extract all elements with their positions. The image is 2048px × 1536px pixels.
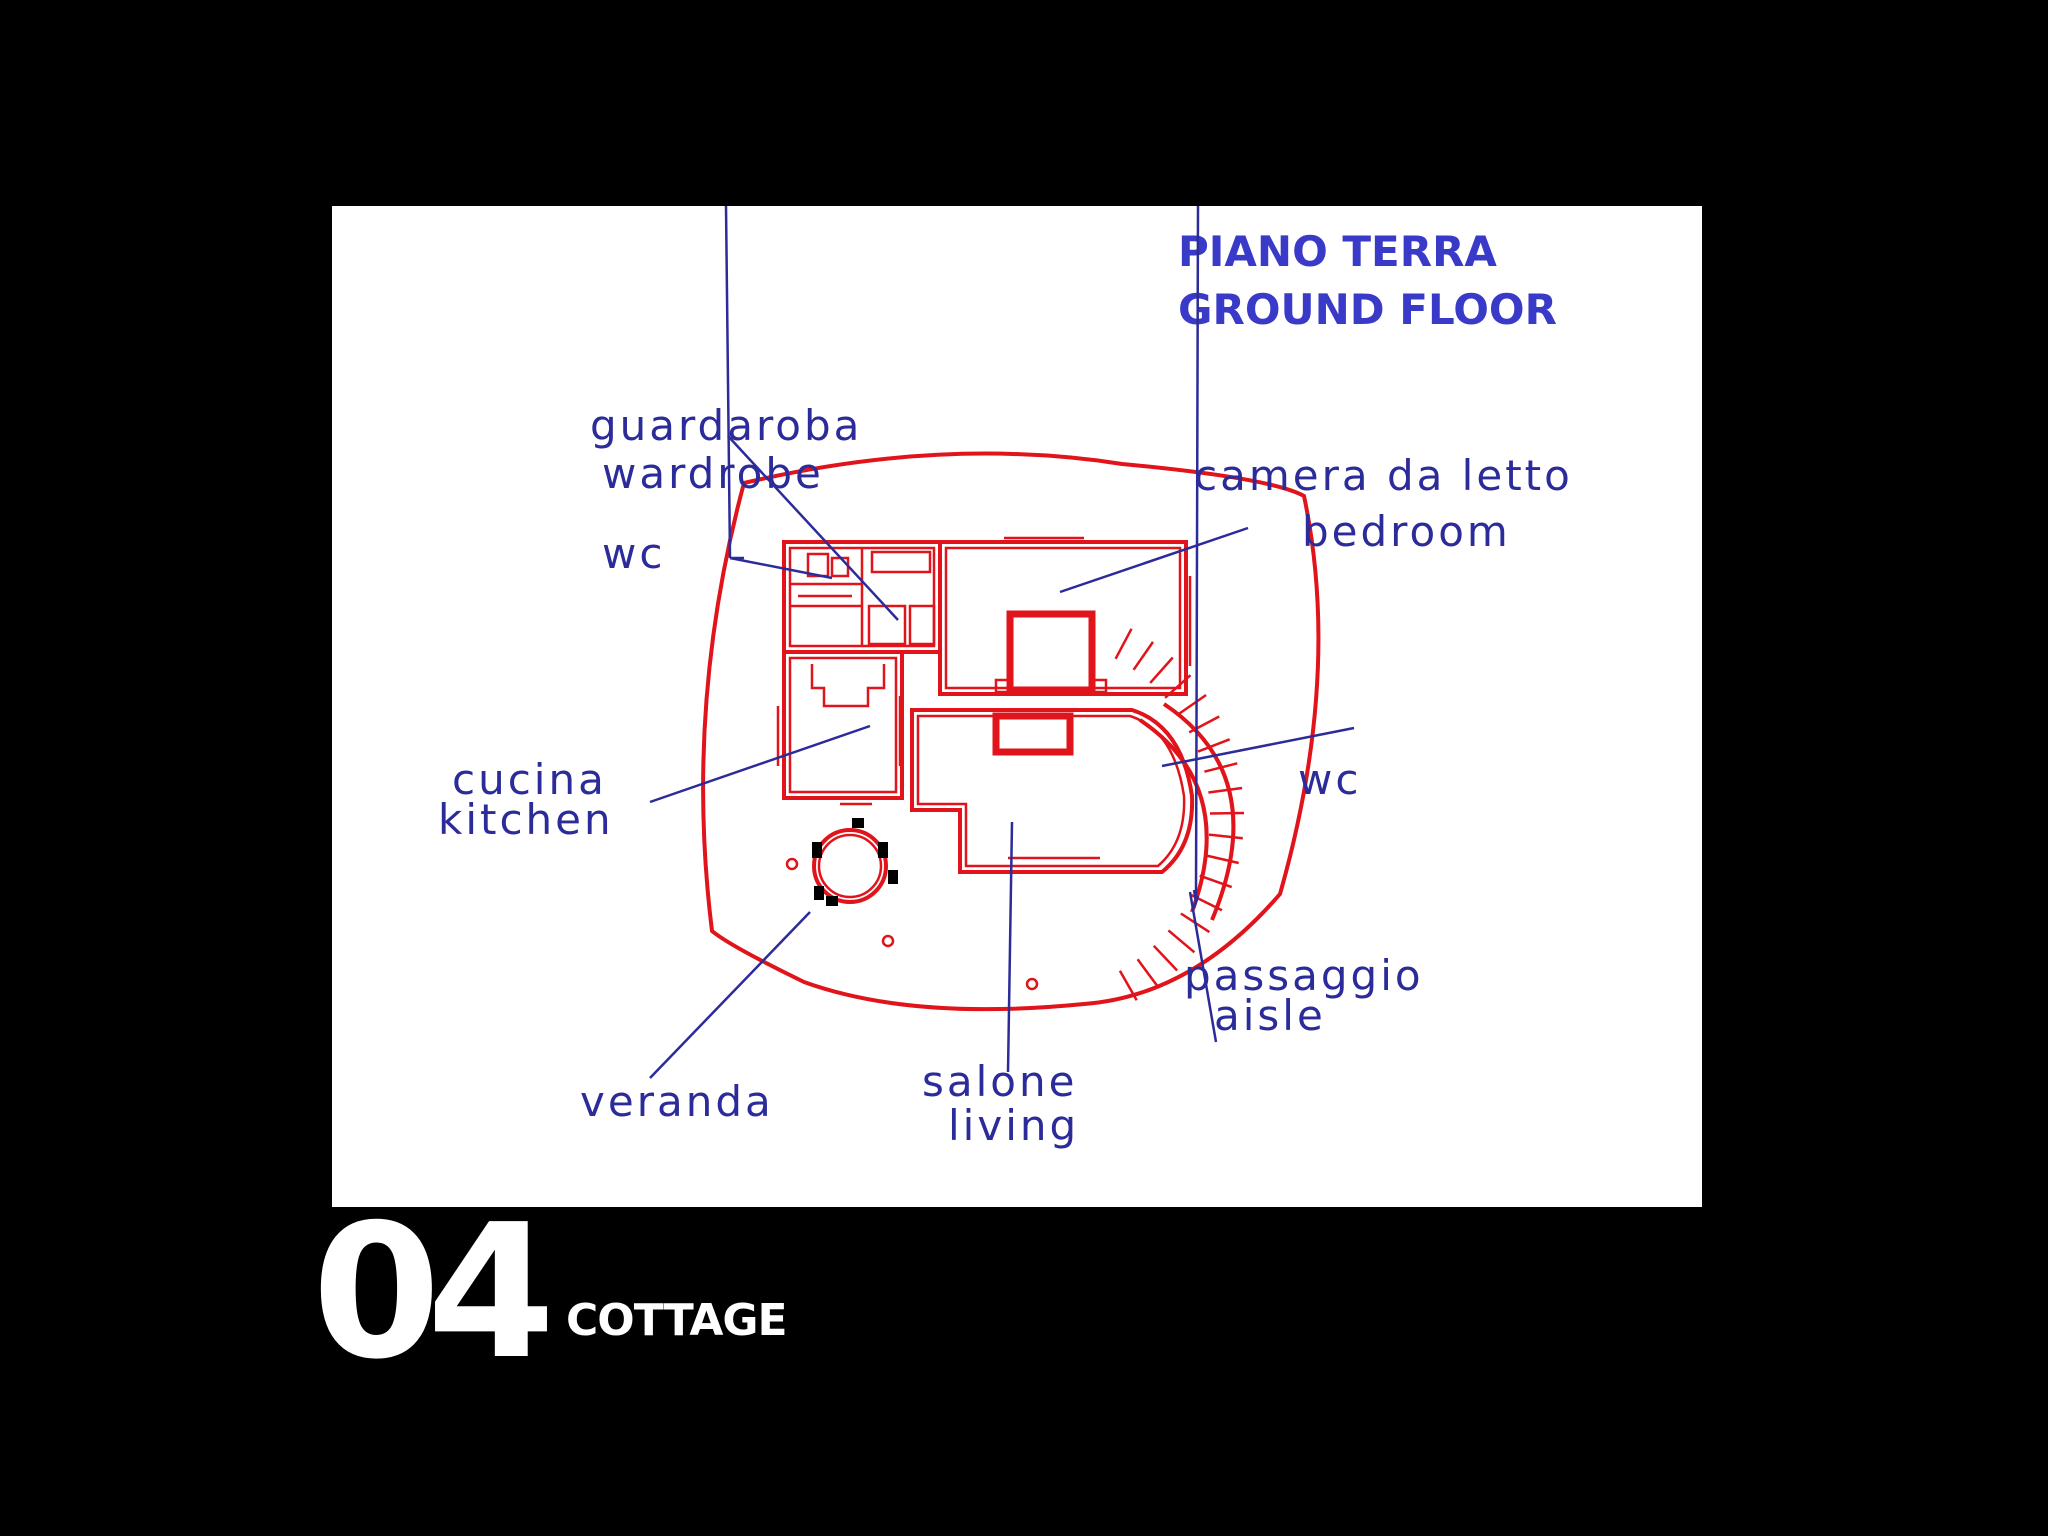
stair-tread [1136,958,1159,988]
bedroom-room [938,536,1192,696]
label-veranda: veranda [580,1077,774,1126]
stair-tread [1132,641,1155,671]
label-living-english: living [948,1101,1079,1150]
label-wardrobe-english: wardrobe [602,449,824,498]
living-room [910,708,1195,874]
stair-tread [1197,738,1231,753]
site-boundary [701,451,1321,1012]
stair-tread [1152,944,1179,972]
plan-title-english: GROUND FLOOR [1178,285,1557,334]
floor-plan-drawing: PIANO TERRA GROUND FLOOR [438,206,1573,1150]
leader-lines [649,206,1355,1079]
project-name: COTTAGE [566,1295,788,1346]
stair-tread [1188,715,1220,734]
stair-tread [1177,693,1207,716]
label-kitchen-english: kitchen [438,795,614,844]
stair-tread [1205,854,1239,865]
label-bedroom-english: bedroom [1302,507,1511,556]
stair-tread [1167,929,1196,954]
label-bedroom-italian: camera da letto [1194,451,1573,500]
label-wc-left: wc [602,529,665,578]
label-living-italian: salone [922,1057,1077,1106]
stair-tread [1149,656,1174,684]
stair-tread [1114,628,1133,660]
stair-tread [1164,674,1192,699]
kitchen-room [776,650,904,806]
plan-title-italian: PIANO TERRA [1178,227,1497,276]
wardrobe-wc-block [782,540,942,654]
stair-tread [1209,811,1245,815]
label-aisle-italian: passaggio [1184,951,1424,1000]
veranda-table [785,818,1039,991]
label-kitchen-italian: cucina [452,755,607,804]
stair-tread [1208,833,1243,840]
stair-tread [1208,786,1243,794]
label-aisle-english: aisle [1214,991,1326,1040]
stair-tread [1204,762,1238,773]
floor-plan-panel: PIANO TERRA GROUND FLOOR [332,206,1702,1207]
label-wardrobe-italian: guardaroba [590,401,862,450]
stair-tread [1199,874,1233,889]
stair-tread [1118,970,1138,1001]
project-number: 04 [312,1184,555,1400]
curved-staircase [1114,628,1245,1001]
label-wc-right: wc [1298,755,1361,804]
